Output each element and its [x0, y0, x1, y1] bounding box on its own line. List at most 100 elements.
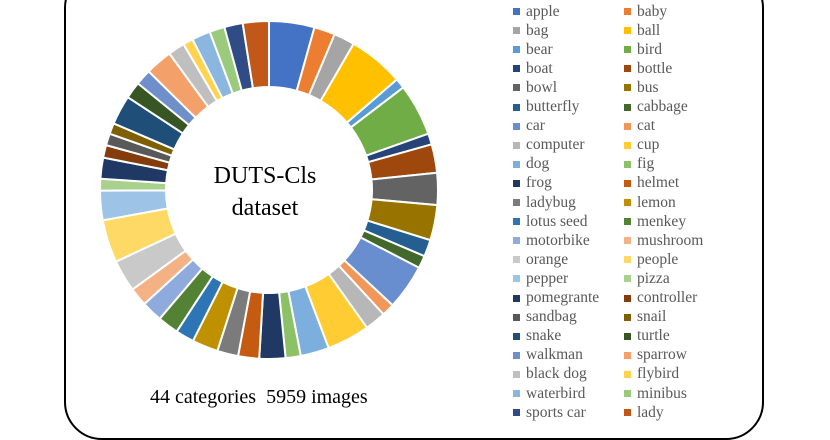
legend-item: bus	[624, 78, 659, 97]
legend-label: orange	[526, 250, 569, 268]
legend-swatch	[513, 8, 520, 15]
legend-swatch	[513, 199, 520, 206]
legend-item: bird	[624, 40, 662, 59]
legend-item: pomegrante	[513, 289, 599, 308]
legend-item: sparrow	[624, 346, 687, 365]
legend-label: bag	[526, 21, 549, 39]
legend-label: black dog	[526, 365, 587, 383]
legend-label: boat	[526, 59, 553, 77]
legend-swatch	[513, 141, 520, 149]
legend-label: bird	[637, 40, 662, 58]
legend-item: computer	[513, 136, 585, 155]
legend-label: flybird	[637, 365, 680, 383]
legend-item: mushroom	[624, 231, 703, 250]
legend-swatch	[624, 390, 631, 397]
legend-item: cat	[624, 117, 655, 136]
legend-item: flybird	[624, 365, 679, 384]
legend-item: bear	[513, 40, 553, 59]
legend-label: turtle	[637, 327, 670, 345]
legend-label: lemon	[637, 193, 676, 211]
center-label: DUTS-Cls dataset	[205, 160, 325, 224]
legend-item: black dog	[513, 365, 587, 384]
legend-item: motorbike	[513, 231, 590, 250]
legend-swatch	[624, 294, 631, 302]
legend-item: frog	[513, 174, 552, 193]
legend-swatch	[513, 46, 520, 54]
legend-item: car	[513, 117, 545, 136]
legend-swatch	[513, 351, 520, 359]
legend-item: waterbird	[513, 384, 585, 403]
legend-swatch	[513, 313, 520, 321]
legend-swatch	[624, 237, 631, 245]
legend-label: baby	[637, 2, 668, 20]
legend-item: lady	[624, 403, 664, 422]
legend-item: butterfly	[513, 98, 579, 117]
legend-label: people	[637, 250, 679, 268]
legend-item: pepper	[513, 269, 568, 288]
legend-swatch	[513, 65, 520, 73]
legend-swatch	[513, 390, 520, 397]
summary-text: 44 categories 5959 images	[150, 386, 368, 408]
legend-label: snail	[637, 308, 667, 326]
legend-label: bottle	[637, 59, 673, 77]
legend-label: ball	[637, 21, 661, 39]
center-label-line-2: dataset	[231, 195, 299, 221]
legend-swatch	[513, 275, 520, 283]
legend-item: pizza	[624, 269, 670, 288]
legend-swatch	[513, 409, 520, 417]
legend-item: people	[624, 250, 678, 269]
legend-swatch	[513, 370, 520, 378]
legend-swatch	[624, 275, 631, 283]
legend-label: waterbird	[526, 384, 586, 402]
legend-swatch	[624, 160, 631, 168]
legend-swatch	[513, 160, 520, 168]
legend-item: controller	[624, 289, 697, 308]
legend-item: ladybug	[513, 193, 576, 212]
legend-label: car	[526, 117, 545, 135]
legend-label: pomegrante	[526, 289, 600, 306]
legend-label: sparrow	[637, 346, 687, 364]
legend-swatch	[624, 141, 631, 149]
legend-label: butterfly	[526, 98, 580, 115]
legend-item: orange	[513, 250, 568, 269]
legend-label: menkey	[637, 212, 687, 230]
legend-swatch	[513, 332, 520, 340]
slice-lady	[241, 19, 270, 90]
legend-swatch	[513, 84, 520, 92]
legend-swatch	[513, 218, 520, 226]
legend-label: lady	[637, 403, 664, 421]
legend-swatch	[624, 84, 631, 92]
legend-label: snake	[526, 327, 562, 345]
donut-chart	[98, 19, 439, 360]
legend-label: computer	[526, 136, 585, 154]
legend-item: bowl	[513, 78, 557, 97]
legend-item: lotus seed	[513, 212, 588, 231]
legend-label: sandbag	[526, 308, 577, 326]
legend-swatch	[624, 351, 631, 359]
legend-swatch	[624, 65, 631, 73]
legend-swatch	[624, 218, 631, 226]
legend-swatch	[513, 179, 520, 187]
legend-swatch	[624, 313, 631, 321]
legend-item: bottle	[624, 59, 672, 78]
legend-item: lemon	[624, 193, 676, 212]
legend-swatch	[624, 179, 631, 187]
legend-swatch	[624, 256, 631, 264]
legend-item: sports car	[513, 403, 586, 422]
legend-item: dog	[513, 155, 549, 174]
legend-item: bag	[513, 21, 548, 40]
legend-item: cup	[624, 136, 659, 155]
legend-item: turtle	[624, 327, 670, 346]
legend-label: bear	[526, 40, 553, 58]
legend-item: helmet	[624, 174, 679, 193]
legend-label: mushroom	[637, 231, 704, 249]
legend-label: cat	[637, 117, 656, 135]
legend-swatch	[624, 370, 631, 378]
legend-swatch	[624, 46, 631, 54]
legend-label: minibus	[637, 384, 687, 402]
legend-swatch	[513, 103, 520, 111]
legend-label: motorbike	[526, 231, 590, 249]
legend-item: ball	[624, 21, 660, 40]
legend-label: ladybug	[526, 193, 576, 211]
legend-label: pepper	[526, 269, 569, 287]
